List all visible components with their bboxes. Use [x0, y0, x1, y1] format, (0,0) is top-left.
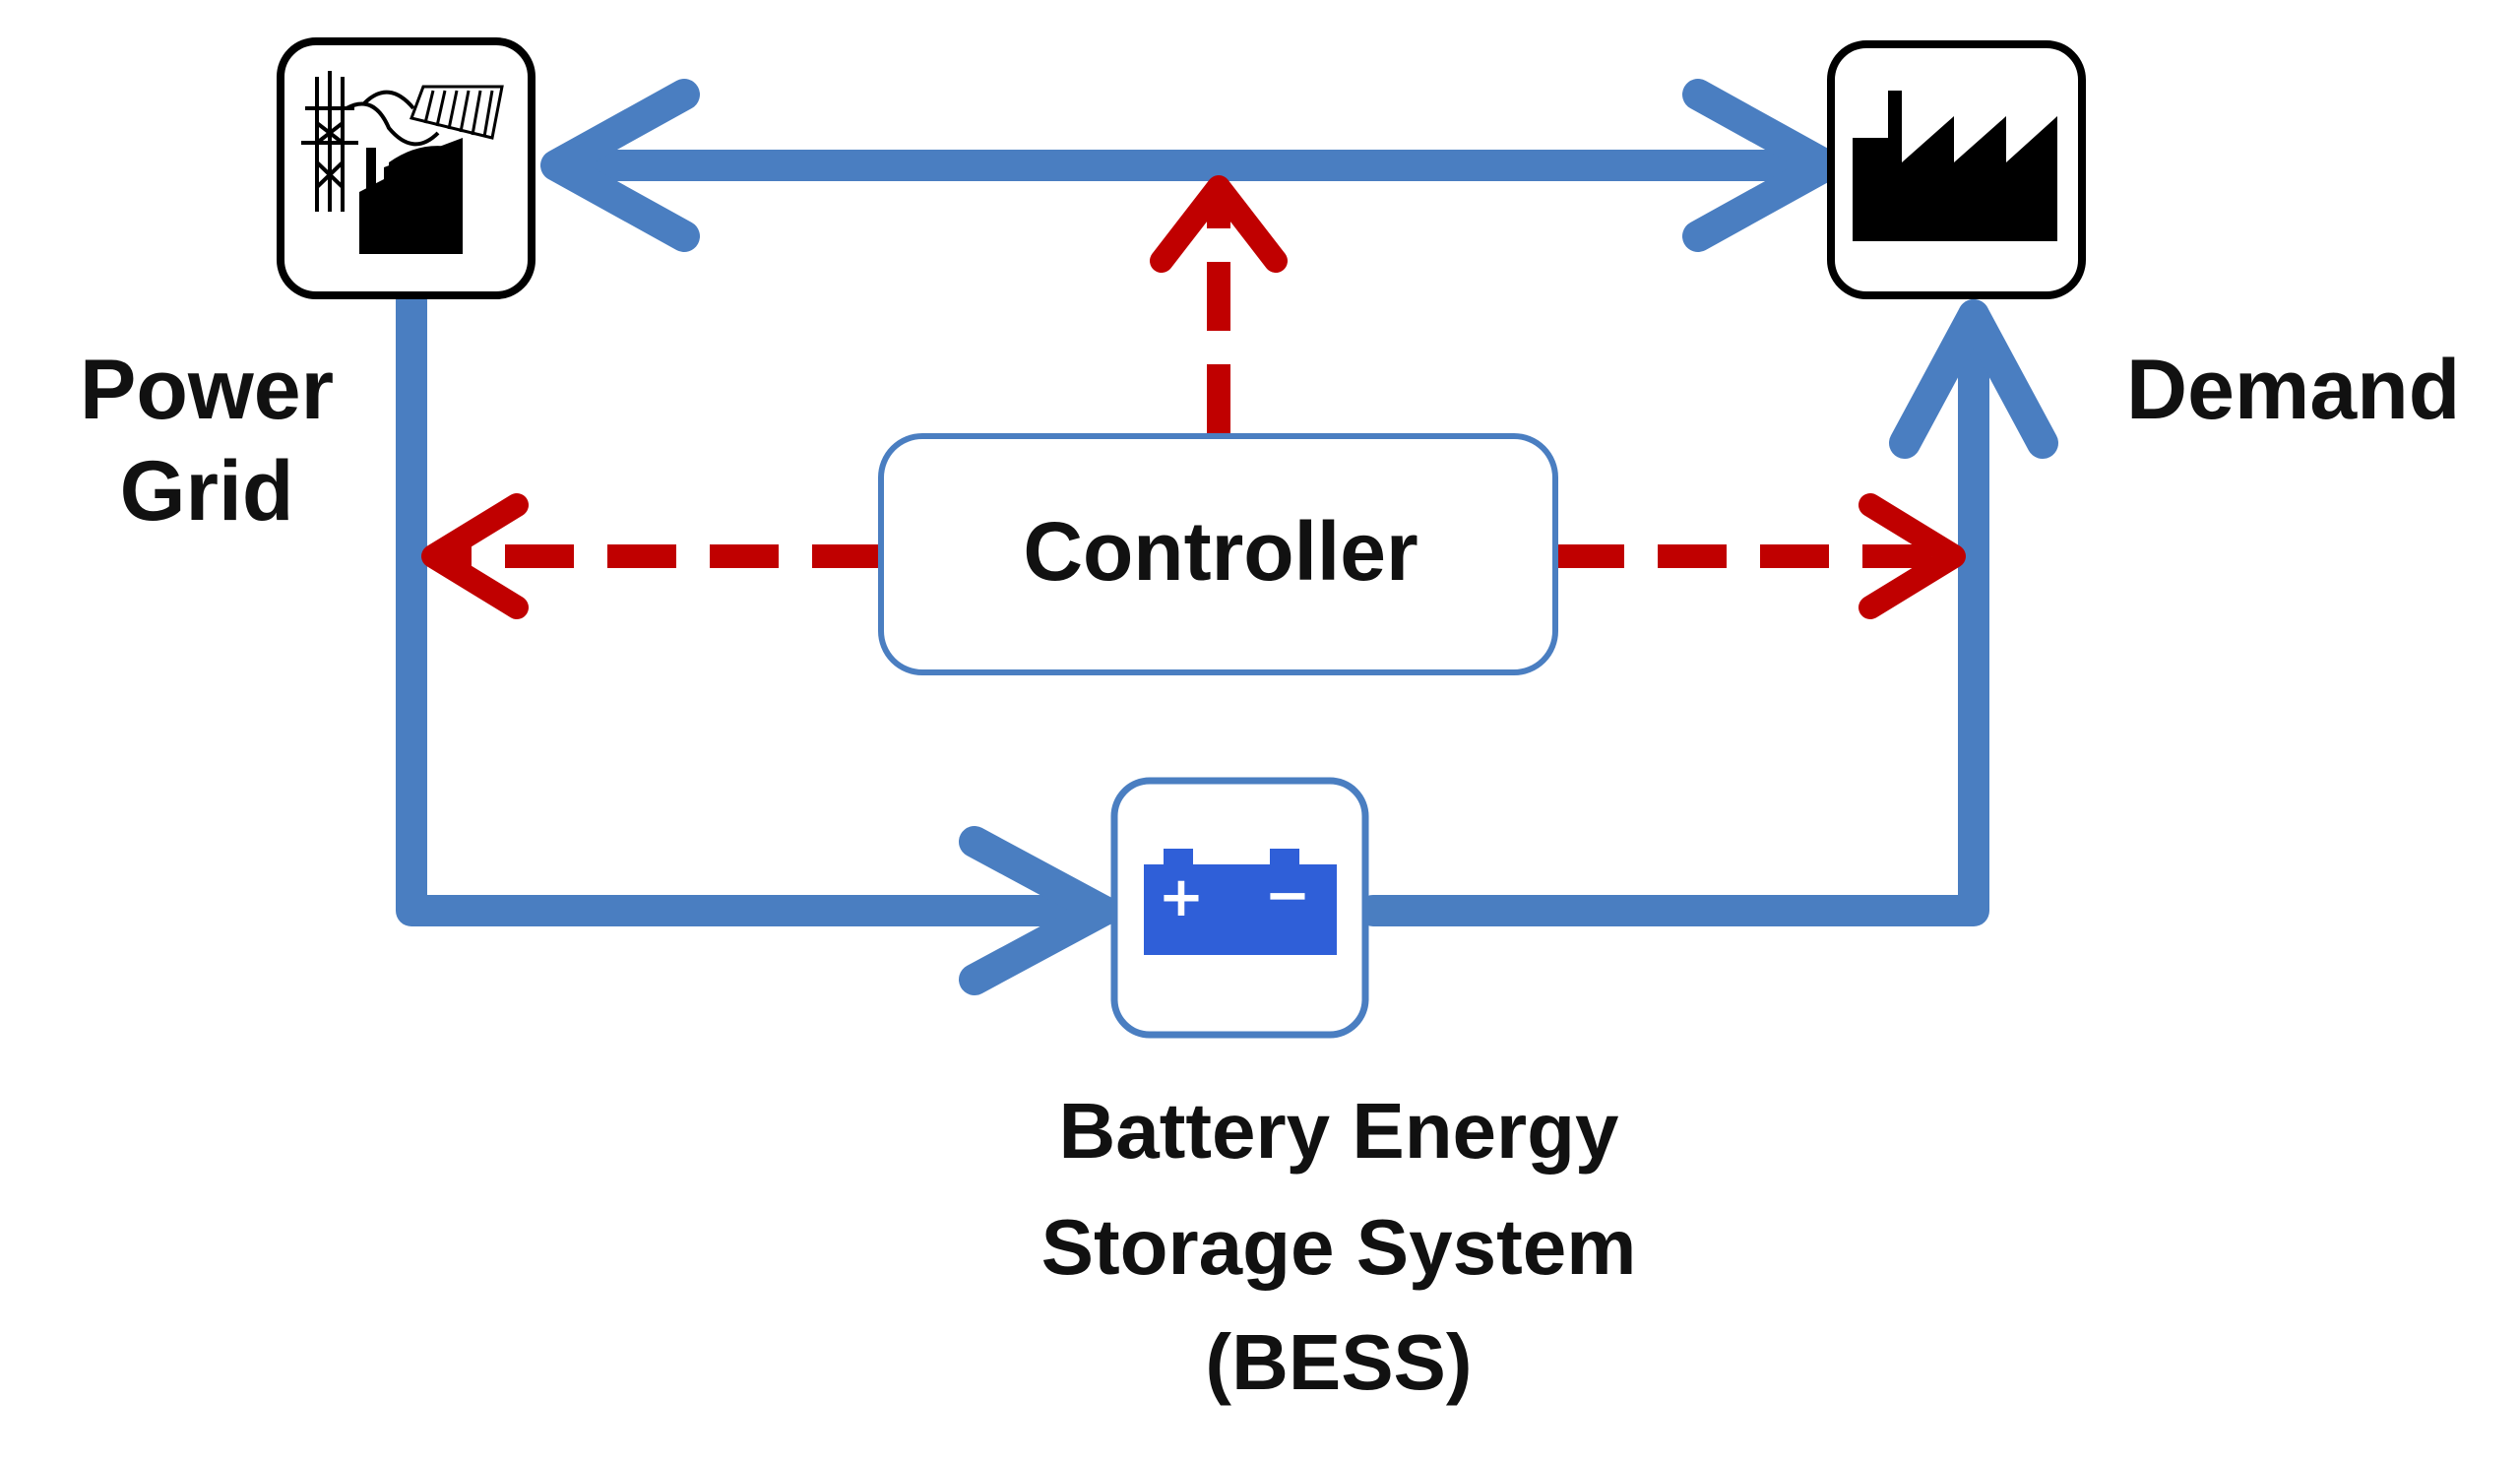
power-grid-label-line1: Power — [79, 343, 335, 437]
demand-label: Demand — [2126, 343, 2461, 437]
power-grid-label-line2: Grid — [119, 444, 294, 540]
bess-label-line2: Storage System — [1040, 1202, 1637, 1291]
controller-left-arrowhead — [421, 493, 529, 619]
power-flow-lines — [396, 79, 2058, 995]
bess-to-demand-flow-line — [1357, 299, 1989, 926]
bess-label-line3: (BESS) — [1205, 1318, 1473, 1407]
battery-icon: + − — [1144, 849, 1337, 955]
power-plant-icon — [301, 71, 504, 254]
grid-end-arrowhead — [540, 79, 700, 252]
bess-arrowhead — [959, 826, 1118, 995]
controller-box — [878, 433, 1558, 675]
battery-plus-sign: + — [1159, 865, 1205, 929]
battery-minus-sign: − — [1265, 863, 1311, 927]
controller-right-arrowhead — [1858, 493, 1966, 619]
control-signal-lines — [421, 175, 1966, 619]
bess-label-line1: Battery Energy — [1058, 1087, 1619, 1175]
demand-end-arrowhead — [1682, 79, 1842, 252]
grid-to-bess-flow-line — [396, 285, 1118, 926]
controller-label: Controller — [1023, 505, 1418, 598]
factory-icon — [1853, 91, 2057, 241]
power-grid-label: Power Grid — [30, 340, 384, 542]
bess-node: + − — [1110, 777, 1369, 1039]
power-grid-node — [277, 37, 536, 299]
demand-node — [1827, 40, 2086, 299]
controller-up-arrowhead — [1150, 175, 1288, 273]
bess-label: Battery Energy Storage System (BESS) — [945, 1073, 1732, 1421]
demand-bottom-arrowhead — [1889, 299, 2058, 459]
